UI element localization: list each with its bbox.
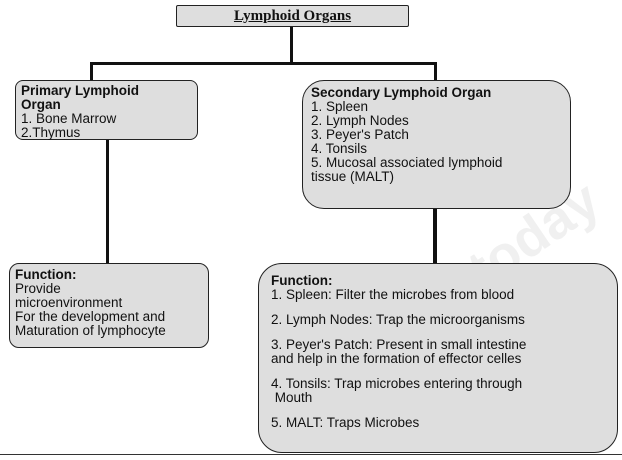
title-box: Lymphoid Organs — [176, 5, 409, 27]
secondary-item: tissue (MALT) — [311, 169, 395, 184]
secondary-item: 1. Spleen — [311, 99, 369, 114]
secondary-function-item-4: 4. Tonsils: Trap microbes entering throu… — [271, 376, 523, 391]
secondary-function-item-2: 2. Lymph Nodes: Trap the microorganisms — [271, 312, 525, 327]
secondary-function-item-4-cont: Mouth — [271, 390, 313, 405]
connector-title-down — [290, 27, 293, 64]
diagram-title: Lymphoid Organs — [233, 8, 352, 24]
secondary-item: 5. Mucosal associated lymphoid — [311, 155, 503, 170]
secondary-function-box: Function: 1. Spleen: Filter the microbes… — [258, 263, 618, 453]
primary-heading-line-1: Primary Lymphoid — [21, 83, 140, 98]
primary-function-heading: Function: — [15, 267, 77, 282]
secondary-function-heading: Function: — [271, 273, 333, 288]
primary-heading-line-2: Organ — [21, 97, 61, 112]
primary-function-line: Maturation of lymphocyte — [15, 323, 166, 338]
secondary-item: 3. Peyer's Patch — [311, 127, 409, 142]
primary-function-line: microenvironment — [15, 295, 123, 310]
bottom-rule — [0, 454, 622, 455]
secondary-heading: Secondary Lymphoid Organ — [311, 85, 492, 100]
primary-function-line: Provide — [15, 281, 61, 296]
primary-function-box: Function: Provide microenvironment For t… — [9, 263, 209, 348]
secondary-lymphoid-box: Secondary Lymphoid Organ 1. Spleen 2. Ly… — [302, 80, 571, 209]
primary-item: 1. Bone Marrow — [21, 111, 117, 126]
secondary-function-item-3-cont: and help in the formation of effector ce… — [271, 351, 522, 366]
secondary-item: 4. Tonsils — [311, 141, 368, 156]
secondary-function-item-1: 1. Spleen: Filter the microbes from bloo… — [271, 287, 515, 302]
connector-primary-to-function — [106, 140, 109, 264]
primary-function-line: For the development and — [15, 309, 166, 324]
primary-lymphoid-box: Primary Lymphoid Organ 1. Bone Marrow 2.… — [15, 80, 198, 140]
secondary-function-item-3: 3. Peyer's Patch: Present in small intes… — [271, 337, 527, 352]
connector-secondary-to-function — [433, 209, 437, 264]
connector-to-secondary — [434, 62, 437, 81]
primary-item: 2.Thymus — [21, 125, 81, 140]
connector-to-primary — [90, 62, 93, 81]
secondary-item: 2. Lymph Nodes — [311, 113, 409, 128]
secondary-function-item-5: 5. MALT: Traps Microbes — [271, 415, 420, 430]
connector-horizontal — [90, 62, 437, 65]
